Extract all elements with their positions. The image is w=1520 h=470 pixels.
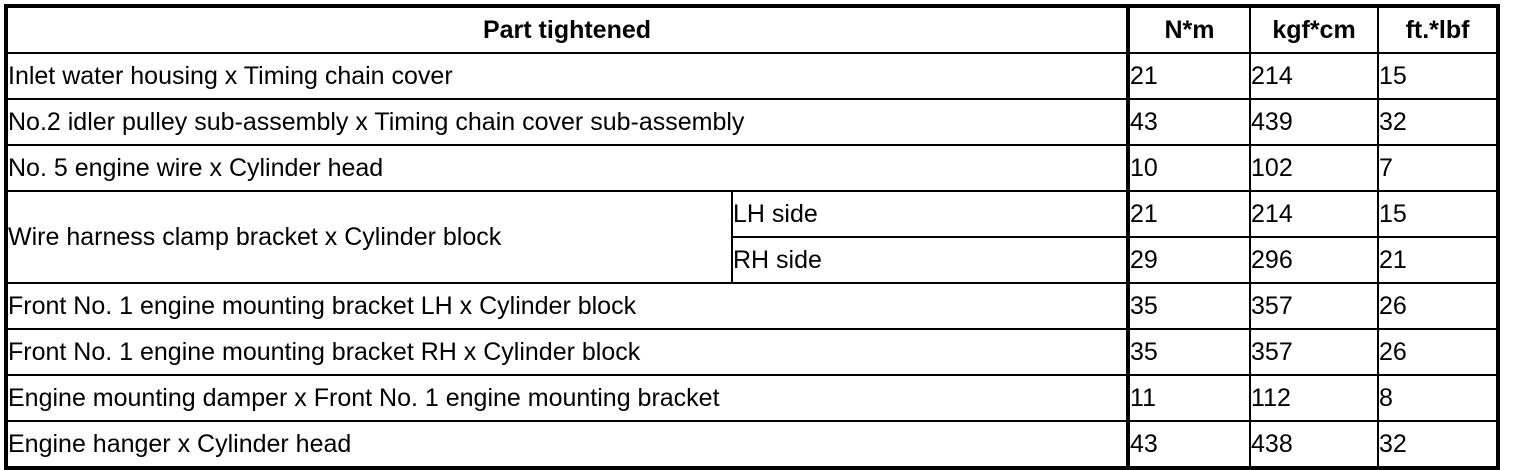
part-name-cell: No. 5 engine wire x Cylinder head: [4, 144, 1130, 192]
torque-ftlbf-cell: 32: [1377, 420, 1500, 468]
torque-spec-sheet: Part tightened N*m kgf*cm ft.*lbf Inlet …: [4, 4, 1501, 470]
part-name-cell: No.2 idler pulley sub-assembly x Timing …: [4, 98, 1130, 146]
torque-nm-cell: 11: [1126, 374, 1252, 422]
table-row: No.2 idler pulley sub-assembly x Timing …: [4, 98, 1500, 146]
table-row: Front No. 1 engine mounting bracket RH x…: [4, 328, 1500, 376]
part-name-cell: Engine mounting damper x Front No. 1 eng…: [4, 374, 1130, 422]
torque-kgfcm-cell: 357: [1249, 328, 1380, 376]
torque-ftlbf-cell: 26: [1377, 328, 1500, 376]
torque-specification-table: Part tightened N*m kgf*cm ft.*lbf Inlet …: [4, 4, 1501, 470]
torque-kgfcm-cell: 112: [1249, 374, 1380, 422]
torque-nm-cell: 21: [1126, 190, 1252, 238]
table-row: Inlet water housing x Timing chain cover…: [4, 52, 1500, 100]
part-name-cell: Engine hanger x Cylinder head: [4, 420, 1130, 468]
torque-nm-cell: 35: [1126, 282, 1252, 330]
table-row: RH side 29 296 21: [6, 236, 1500, 284]
torque-nm-cell: 35: [1126, 328, 1252, 376]
part-name-cell: Front No. 1 engine mounting bracket LH x…: [4, 282, 1130, 330]
table-body: Inlet water housing x Timing chain cover…: [4, 52, 1500, 468]
table-header: Part tightened N*m kgf*cm ft.*lbf: [6, 5, 1500, 54]
torque-nm-cell: 29: [1126, 236, 1252, 284]
torque-ftlbf-cell: 32: [1377, 98, 1500, 146]
torque-nm-cell: 43: [1126, 98, 1252, 146]
torque-kgfcm-cell: 296: [1249, 236, 1380, 284]
torque-kgfcm-cell: 102: [1249, 144, 1380, 192]
torque-ftlbf-cell: 7: [1377, 144, 1500, 192]
torque-nm-cell: 43: [1126, 420, 1252, 468]
table-row: Front No. 1 engine mounting bracket LH x…: [4, 282, 1500, 330]
torque-kgfcm-cell: 439: [1249, 98, 1380, 146]
torque-ftlbf-cell: 21: [1377, 236, 1500, 284]
column-header-part-tightened: Part tightened: [6, 5, 1130, 54]
column-header-newton-meter: N*m: [1126, 5, 1252, 54]
side-label-cell: LH side: [730, 190, 1130, 238]
table-row: Engine hanger x Cylinder head 43 438 32: [4, 420, 1500, 468]
torque-ftlbf-cell: 15: [1377, 52, 1500, 100]
table-row: Wire harness clamp bracket x Cylinder bl…: [5, 190, 1500, 284]
torque-kgfcm-cell: 214: [1249, 52, 1380, 100]
torque-nm-cell: 10: [1126, 144, 1252, 192]
header-row: Part tightened N*m kgf*cm ft.*lbf: [6, 5, 1500, 54]
part-name-cell: Front No. 1 engine mounting bracket RH x…: [4, 328, 1130, 376]
side-label-cell: RH side: [730, 236, 1130, 284]
torque-kgfcm-cell: 438: [1249, 420, 1380, 468]
torque-kgfcm-cell: 214: [1249, 190, 1380, 238]
torque-ftlbf-cell: 8: [1377, 374, 1500, 422]
torque-ftlbf-cell: 26: [1377, 282, 1500, 330]
table-row: Engine mounting damper x Front No. 1 eng…: [4, 374, 1500, 422]
torque-kgfcm-cell: 357: [1249, 282, 1380, 330]
torque-nm-cell: 21: [1126, 52, 1252, 100]
part-name-cell-merged: Wire harness clamp bracket x Cylinder bl…: [5, 190, 733, 284]
torque-ftlbf-cell: 15: [1377, 190, 1500, 238]
column-header-kgf-cm: kgf*cm: [1249, 5, 1380, 54]
table-row: No. 5 engine wire x Cylinder head 10 102…: [4, 144, 1500, 192]
part-name-cell: Inlet water housing x Timing chain cover: [4, 52, 1130, 100]
column-header-ft-lbf: ft.*lbf: [1377, 5, 1500, 54]
